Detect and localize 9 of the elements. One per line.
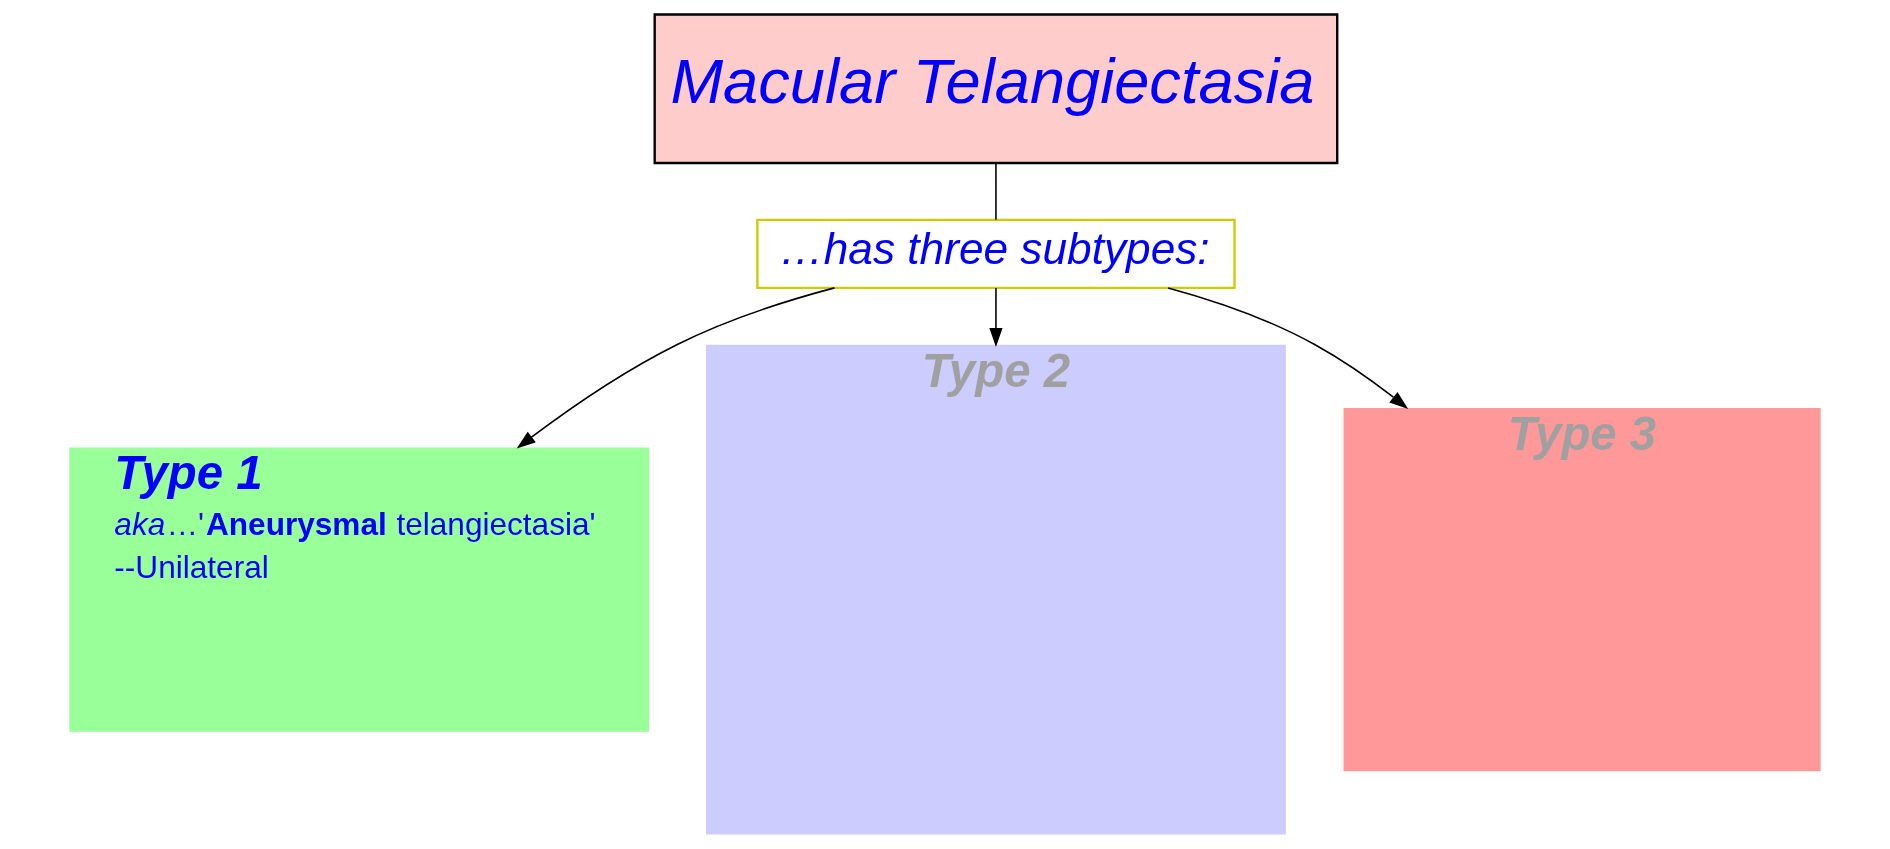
node-box: Type 3: [1343, 407, 1821, 772]
node-box: Type 1 aka…'Aneurysmal telangiectasia' --Unilateral: [69, 447, 650, 732]
node-box: Type 2: [706, 344, 1286, 835]
arrow: [989, 287, 1003, 347]
arrow: [1167, 287, 1409, 410]
arrow: [516, 287, 836, 449]
connector: [995, 162, 997, 221]
node-box: …has three subtypes:: [756, 218, 1236, 290]
node-box: Macular Telangiectasia: [653, 13, 1339, 165]
